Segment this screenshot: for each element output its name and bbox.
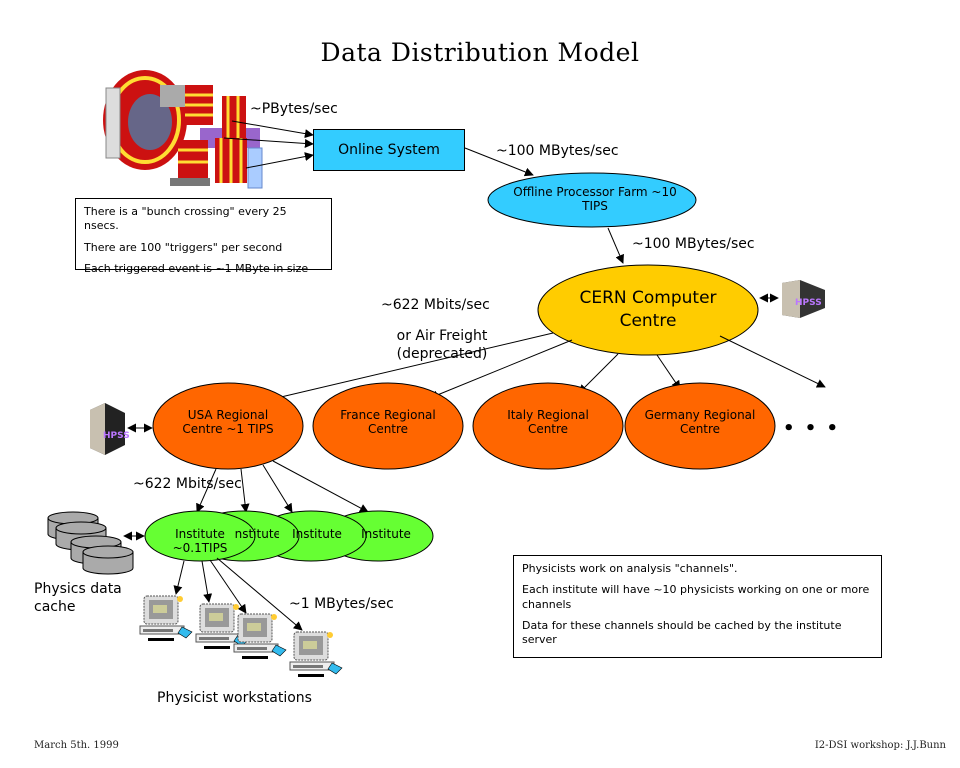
workstation-icon [233, 613, 287, 659]
italy-regional-label: Italy Regional Centre [507, 408, 589, 437]
rate-cern-regional: ~622 Mbits/sec [381, 297, 490, 313]
detector-arrow-2 [223, 137, 314, 148]
cern-to-germany-arrow [656, 354, 681, 390]
online-to-offline-arrow [464, 147, 534, 177]
rate-offline-cern: ~100 MBytes/sec [632, 236, 755, 252]
cern-to-more-arrow [719, 335, 826, 388]
institute-to-ws-2-arrow [201, 560, 213, 603]
usa-to-institute-3-arrow [262, 464, 293, 513]
cern-storage-icon: HPSS [782, 280, 825, 318]
cern-label: CERN Computer Centre [579, 288, 717, 331]
detector-notes-box: There is a "bunch crossing" every 25 nse… [75, 198, 332, 275]
air-freight-label: or Air Freight (deprecated) [396, 328, 488, 362]
physicists-note: Each institute will have ~10 physicists … [522, 583, 870, 611]
offline-farm-label: Offline Processor Farm ~10 TIPS [513, 185, 677, 214]
france-regional-shape [312, 382, 464, 470]
more-regions-ellipsis: • • • [783, 418, 841, 439]
physicists-note: Data for these channels should be cached… [522, 618, 842, 647]
footer-date: March 5th. 1999 [34, 740, 119, 751]
institute-1-shape [144, 510, 256, 562]
svg-text:HPSS: HPSS [795, 298, 822, 308]
institute-2-clip: Institute [234, 527, 279, 543]
detector-image [103, 70, 263, 189]
rate-institute-workstation: ~1 MBytes/sec [289, 596, 394, 612]
institute-1-label: Institute ~0.1TIPS [172, 527, 228, 556]
physicists-note: Physicists work on analysis "channels". [522, 562, 738, 575]
rate-pbytes: ~PBytes/sec [250, 101, 338, 117]
offline-farm-shape [487, 172, 697, 228]
italy-regional-shape [472, 382, 624, 470]
usa-regional-label: USA Regional Centre ~1 TIPS [182, 408, 274, 437]
germany-regional-shape [624, 382, 776, 470]
workstations-label: Physicist workstations [157, 690, 312, 706]
usa-to-institute-1-arrow [196, 468, 217, 513]
institute-to-ws-4-arrow [216, 557, 303, 631]
detector-arrow-1 [231, 120, 314, 139]
svg-text:HPSS: HPSS [103, 431, 130, 441]
detector-note: There are 100 "triggers" per second [84, 240, 283, 254]
institute-to-ws-1-arrow [173, 560, 185, 595]
physics-cache-label: Physics data cache [34, 581, 122, 616]
physicists-notes-box: Physicists work on analysis "channels". … [513, 555, 882, 658]
page-title: Data Distribution Model [320, 38, 640, 67]
detector-note: Each triggered event is ~1 MByte in size [84, 261, 309, 275]
cern-to-usa-arrow [263, 332, 554, 404]
footer-credit: I2-DSI workshop: J.J.Bunn [814, 740, 946, 751]
workstation-icon [289, 631, 343, 677]
cern-shape [537, 264, 759, 356]
offline-to-cern-arrow [607, 227, 624, 264]
online-system-label: Online System [338, 142, 440, 158]
cern-to-italy-arrow [578, 353, 619, 394]
usa-storage-icon: HPSS [90, 403, 130, 455]
institute-3-label: Institute [292, 527, 342, 541]
usa-to-institute-4-arrow [272, 460, 369, 513]
france-regional-label: France Regional Centre [340, 408, 436, 437]
workstation-icon [139, 595, 193, 641]
physics-data-cache-icon [47, 511, 134, 575]
rate-online-offline: ~100 MBytes/sec [496, 143, 619, 159]
institute-to-ws-3-arrow [209, 559, 247, 614]
institute-2-label: Institute [234, 527, 279, 541]
institute-3-clip: Institute [291, 527, 343, 543]
usa-regional-shape [152, 382, 304, 470]
detector-arrow-3 [245, 152, 314, 169]
online-system-box: Online System [313, 129, 465, 171]
usa-to-institute-2-arrow [240, 468, 250, 513]
detector-note: There is a "bunch crossing" every 25 nse… [84, 205, 287, 233]
cern-to-france-arrow [429, 339, 573, 400]
germany-regional-label: Germany Regional Centre [644, 408, 756, 437]
rate-regional-institute: ~622 Mbits/sec [133, 476, 242, 492]
institute-4-label: Institute [361, 527, 411, 541]
